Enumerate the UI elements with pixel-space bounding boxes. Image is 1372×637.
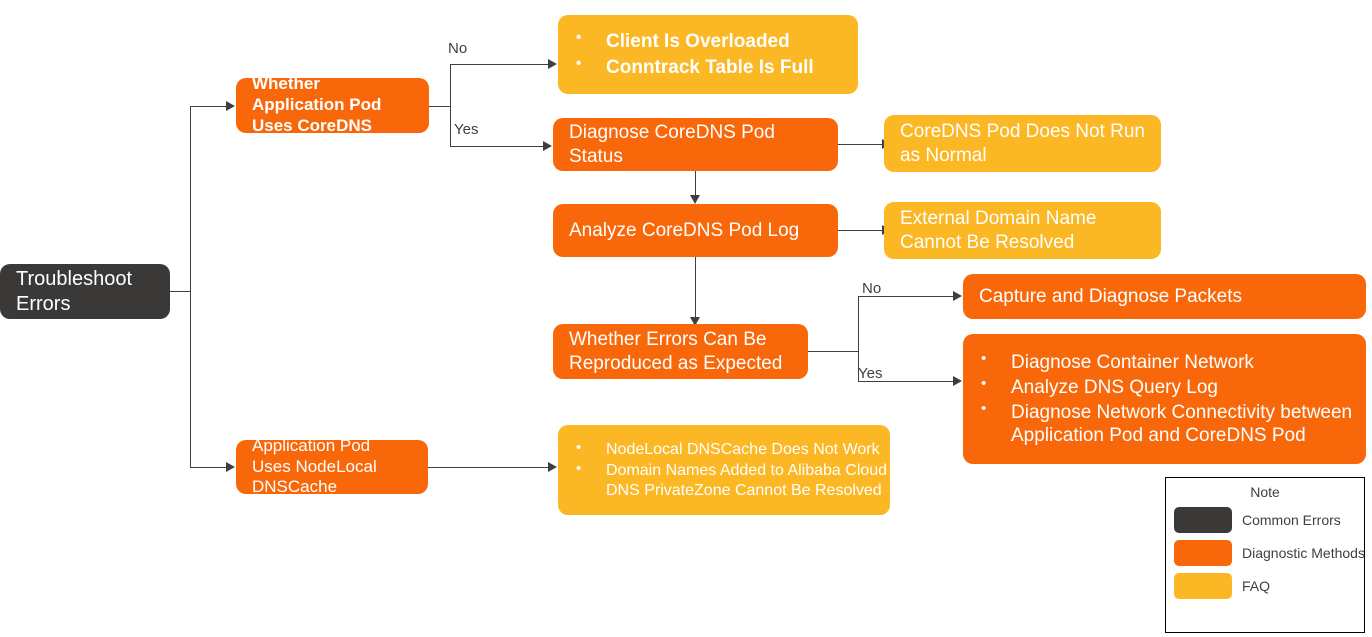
bullet-list-diagnose-network: Diagnose Container Network Analyze DNS Q… <box>963 350 1366 448</box>
edge-podstatus-to-faq <box>838 144 882 145</box>
node-label-coredns-pod-does-not-run-as-normal: CoreDNS Pod Does Not Run as Normal <box>900 121 1145 166</box>
edge-coredns-yes <box>450 146 543 147</box>
edge-label-reproduce-yes: Yes <box>858 365 883 382</box>
node-analyze-coredns-pod-log[interactable]: Analyze CoreDNS Pod Log <box>553 204 838 257</box>
edge-nodelocal-to-faq <box>428 467 548 468</box>
legend-row-diagnostic-methods: Diagnostic Methods <box>1174 540 1365 566</box>
list-item: Diagnose Network Connectivity between Ap… <box>981 400 1366 447</box>
node-label-diagnose-coredns-pod-status: Diagnose CoreDNS Pod Status <box>569 122 775 167</box>
node-application-pod-uses-nodelocal-dnscache[interactable]: Application Pod Uses NodeLocal DNSCache <box>236 436 428 496</box>
node-coredns-pod-does-not-run-as-normal[interactable]: CoreDNS Pod Does Not Run as Normal <box>884 115 1161 172</box>
arrowhead-decision-coredns <box>226 101 235 111</box>
node-whether-application-pod-uses-coredns[interactable]: Whether Application Pod Uses CoreDNS <box>236 74 429 135</box>
edge-trunk-to-decision-coredns <box>190 106 226 107</box>
edge-trunk-to-nodelocal <box>190 467 226 468</box>
list-item: NodeLocal DNSCache Does Not Work <box>576 439 890 460</box>
edge-root-to-trunk <box>170 291 191 292</box>
edge-trunk-vertical <box>190 106 191 467</box>
arrowhead-diagnose-pod-status <box>543 141 552 151</box>
node-client-overloaded-faq[interactable]: Client Is Overloaded Conntrack Table Is … <box>558 15 858 94</box>
node-label-whether-errors-can-be-reproduced: Whether Errors Can Be Reproduced as Expe… <box>569 329 783 374</box>
edge-coredns-split <box>450 64 451 147</box>
node-label-external-domain-name-cannot-be-resolved: External Domain Name Cannot Be Resolved <box>900 208 1097 253</box>
arrowhead-client-overloaded <box>548 59 557 69</box>
legend-swatch-common-errors <box>1174 507 1232 533</box>
edge-label-coredns-yes: Yes <box>454 121 479 138</box>
edge-reproduce-split <box>858 296 859 382</box>
node-whether-errors-can-be-reproduced[interactable]: Whether Errors Can Be Reproduced as Expe… <box>553 324 808 379</box>
edge-podstatus-to-analyze <box>695 170 696 195</box>
edge-label-reproduce-no: No <box>862 280 882 297</box>
list-item: Domain Names Added to Alibaba Cloud DNS … <box>576 460 890 500</box>
list-item: Analyze DNS Query Log <box>981 375 1366 399</box>
legend-swatch-diagnostic-methods <box>1174 540 1232 566</box>
legend-label-common-errors: Common Errors <box>1242 512 1341 528</box>
arrowhead-nodelocal-faq <box>548 462 557 472</box>
edge-reproduce-out <box>808 351 859 352</box>
node-label-troubleshoot-errors: Troubleshoot Errors <box>16 268 132 315</box>
edge-reproduce-no <box>858 296 953 297</box>
bullet-list-client-overloaded: Client Is Overloaded Conntrack Table Is … <box>558 29 858 79</box>
node-external-domain-name-cannot-be-resolved[interactable]: External Domain Name Cannot Be Resolved <box>884 202 1161 259</box>
legend-box: Note Common Errors Diagnostic Methods FA… <box>1165 477 1365 633</box>
edge-label-coredns-no: No <box>448 40 468 57</box>
list-item: Conntrack Table Is Full <box>576 54 858 79</box>
edge-coredns-out <box>429 106 451 107</box>
node-troubleshoot-errors[interactable]: Troubleshoot Errors <box>0 264 170 319</box>
bullet-list-nodelocal-faq: NodeLocal DNSCache Does Not Work Domain … <box>558 439 890 501</box>
list-item: Client Is Overloaded <box>576 29 858 53</box>
list-item: Diagnose Container Network <box>981 350 1366 374</box>
legend-title: Note <box>1250 484 1280 500</box>
arrowhead-diagnose-network <box>953 376 962 386</box>
node-diagnose-coredns-pod-status[interactable]: Diagnose CoreDNS Pod Status <box>553 118 838 171</box>
node-label-application-pod-uses-nodelocal-dnscache: Application Pod Uses NodeLocal DNSCache <box>252 435 377 497</box>
edge-analyze-to-reproduce <box>695 257 696 317</box>
legend-row-common-errors: Common Errors <box>1174 507 1364 533</box>
node-label-whether-application-pod-uses-coredns: Whether Application Pod Uses CoreDNS <box>252 74 382 135</box>
node-nodelocal-dnscache-faq[interactable]: NodeLocal DNSCache Does Not Work Domain … <box>558 425 890 515</box>
legend-label-faq: FAQ <box>1242 578 1271 594</box>
node-label-analyze-coredns-pod-log: Analyze CoreDNS Pod Log <box>569 219 800 241</box>
arrowhead-capture-packets <box>953 291 962 301</box>
arrowhead-analyze-log <box>690 195 700 204</box>
edge-analyze-to-faq <box>838 230 882 231</box>
node-diagnose-network-group[interactable]: Diagnose Container Network Analyze DNS Q… <box>963 334 1366 464</box>
legend-swatch-faq <box>1174 573 1232 599</box>
legend-label-diagnostic-methods: Diagnostic Methods <box>1242 545 1365 561</box>
edge-reproduce-yes <box>858 381 953 382</box>
legend-row-faq: FAQ <box>1174 573 1364 599</box>
node-label-capture-and-diagnose-packets: Capture and Diagnose Packets <box>979 285 1242 307</box>
arrowhead-decision-reproduce <box>690 317 700 326</box>
arrowhead-nodelocal <box>226 462 235 472</box>
node-capture-and-diagnose-packets[interactable]: Capture and Diagnose Packets <box>963 274 1366 319</box>
edge-coredns-no <box>450 64 548 65</box>
